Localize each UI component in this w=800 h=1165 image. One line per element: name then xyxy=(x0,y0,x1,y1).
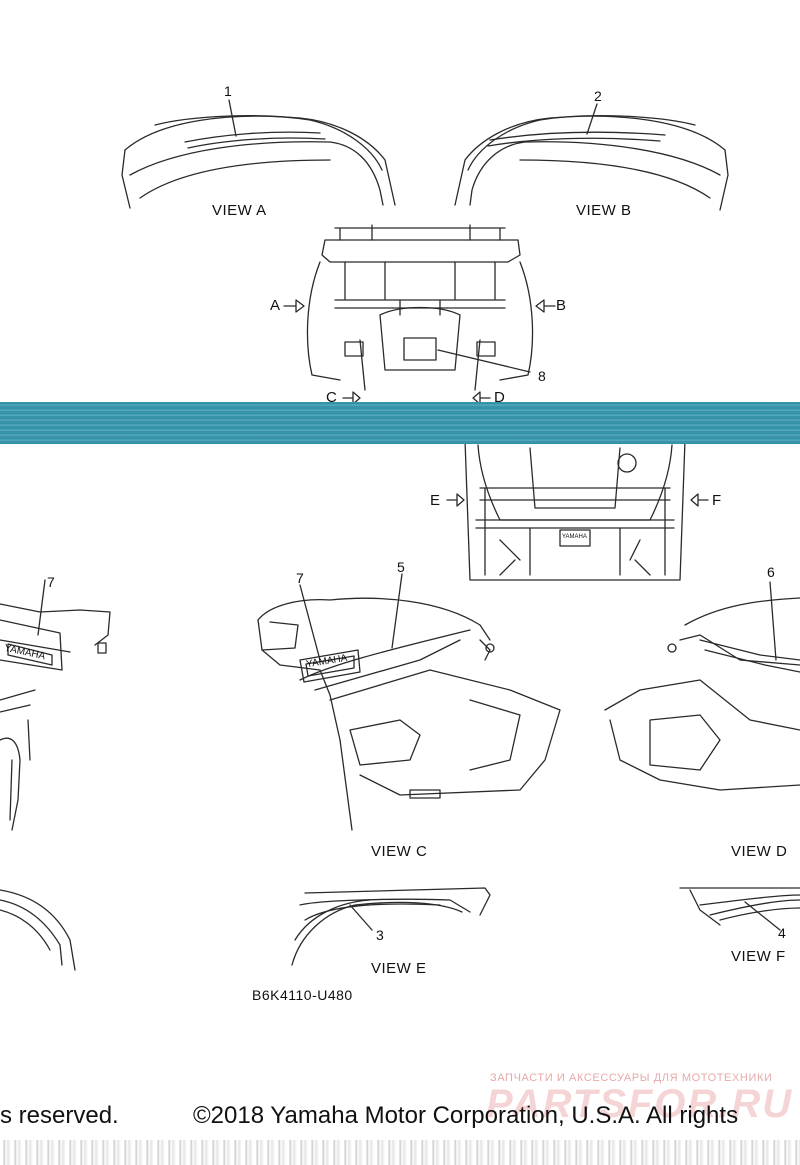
view-f-label: VIEW F xyxy=(731,948,786,965)
callout-7-mid: 7 xyxy=(296,570,304,586)
callout-7-left: 7 xyxy=(47,574,55,590)
left-side-fender-drawing xyxy=(0,579,111,831)
rear-top-view-drawing xyxy=(283,224,556,405)
scan-noise-band xyxy=(0,402,800,444)
yamaha-decal-front: YAMAHA xyxy=(562,534,587,540)
part-code: B6K4110-U480 xyxy=(252,987,353,1003)
callout-3: 3 xyxy=(376,927,384,943)
view-a-label: VIEW A xyxy=(212,202,267,219)
arrow-e-letter: E xyxy=(430,492,441,509)
arrow-c-letter: C xyxy=(326,389,338,406)
arrow-f-letter: F xyxy=(712,492,722,509)
bottom-left-fender-drawing xyxy=(0,889,76,971)
view-a-fender-drawing xyxy=(121,99,396,209)
watermark-brand: PARTSFOR.RU xyxy=(486,1082,794,1126)
view-d-fender-drawing xyxy=(604,581,800,791)
view-b-fender-drawing xyxy=(454,103,729,211)
view-c-label: VIEW C xyxy=(371,843,428,860)
view-e-fender-drawing xyxy=(291,887,491,966)
callout-8: 8 xyxy=(538,368,546,384)
view-b-label: VIEW B xyxy=(576,202,632,219)
arrow-a-letter: A xyxy=(270,297,281,314)
bottom-noise-strip xyxy=(0,1140,800,1165)
watermark-tagline: ЗАПЧАСТИ И АКСЕССУАРЫ ДЛЯ МОТОТЕХНИКИ xyxy=(490,1072,773,1084)
arrow-d-letter: D xyxy=(494,389,506,406)
callout-5: 5 xyxy=(397,559,405,575)
callout-6: 6 xyxy=(767,564,775,580)
view-f-fender-drawing xyxy=(679,887,800,931)
callout-2: 2 xyxy=(594,88,602,104)
callout-4: 4 xyxy=(778,925,786,941)
view-d-label: VIEW D xyxy=(731,843,788,860)
callout-1: 1 xyxy=(224,83,232,99)
arrow-b-letter: B xyxy=(556,297,567,314)
view-e-label: VIEW E xyxy=(371,960,427,977)
copyright-right: ©2018 Yamaha Motor Corporation, U.S.A. A… xyxy=(193,1102,739,1129)
view-c-fender-drawing xyxy=(257,573,561,831)
copyright-left: s reserved. xyxy=(0,1102,119,1129)
front-top-view-drawing xyxy=(446,439,709,581)
